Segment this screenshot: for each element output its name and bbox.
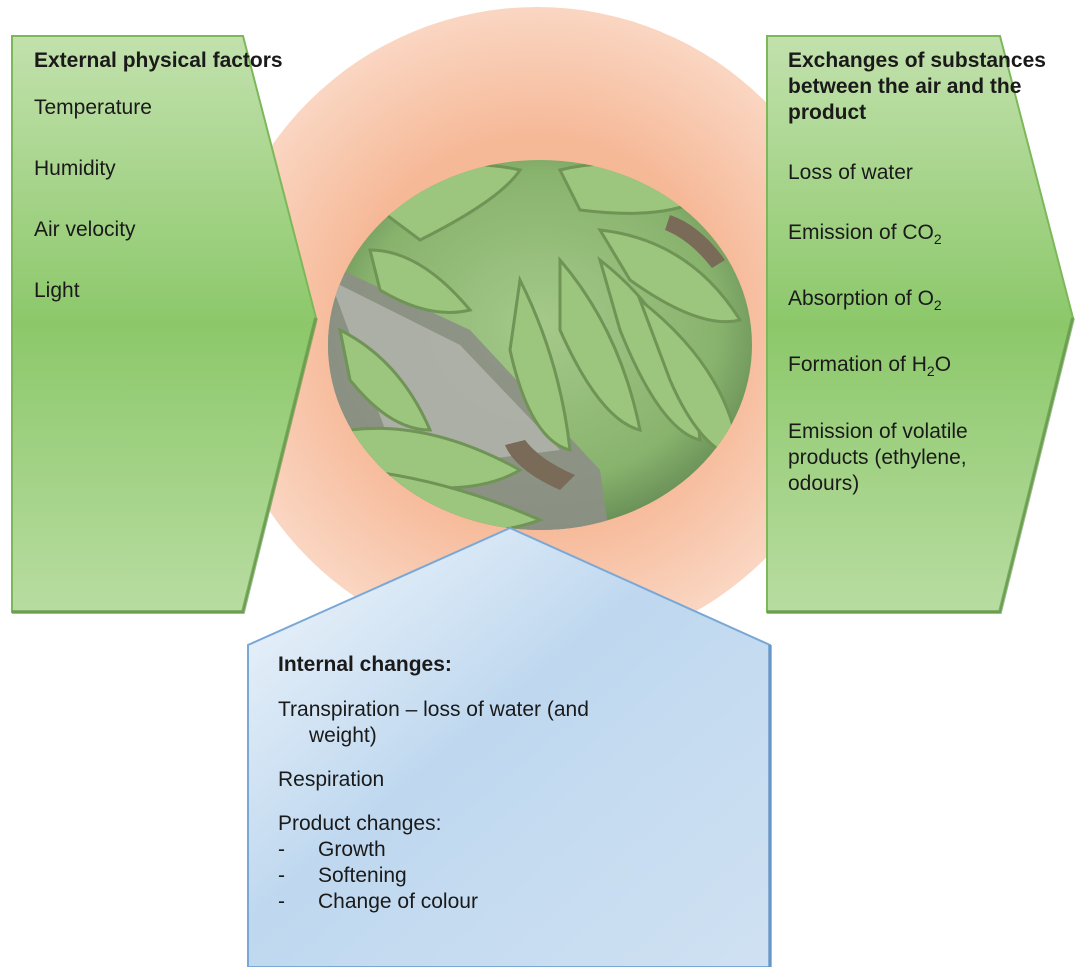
exchange-loss-of-water: Loss of water xyxy=(788,160,1058,186)
product-change-growth: Growth xyxy=(318,837,386,863)
factor-humidity: Humidity xyxy=(34,156,294,182)
list-item: -Change of colour xyxy=(278,889,748,915)
change-transpiration: Transpiration – loss of water (and weigh… xyxy=(278,697,599,749)
exchange-emission-co2: Emission of CO2 xyxy=(788,220,1058,252)
product-changes-label: Product changes: xyxy=(278,811,748,837)
internal-changes-panel: Internal changes: Transpiration – loss o… xyxy=(278,652,748,915)
factor-light: Light xyxy=(34,278,294,304)
factor-air-velocity: Air velocity xyxy=(34,217,294,243)
exchanges-title: Exchanges of substances between the air … xyxy=(788,48,1058,126)
product-change-colour: Change of colour xyxy=(318,889,478,915)
change-respiration: Respiration xyxy=(278,767,748,793)
exchange-volatile-products: Emission of volatile products (ethylene,… xyxy=(788,419,1038,497)
external-factors-title: External physical factors xyxy=(34,48,294,74)
exchanges-panel: Exchanges of substances between the air … xyxy=(788,48,1058,531)
internal-changes-title: Internal changes: xyxy=(278,652,748,678)
exchange-formation-h2o: Formation of H2O xyxy=(788,352,1058,384)
exchange-absorption-o2: Absorption of O2 xyxy=(788,286,1058,318)
factor-temperature: Temperature xyxy=(34,95,294,121)
list-item: -Softening xyxy=(278,863,748,889)
product-changes-list: -Growth -Softening -Change of colour xyxy=(278,837,748,915)
external-factors-panel: External physical factors Temperature Hu… xyxy=(34,48,294,339)
list-item: -Growth xyxy=(278,837,748,863)
product-change-softening: Softening xyxy=(318,863,407,889)
